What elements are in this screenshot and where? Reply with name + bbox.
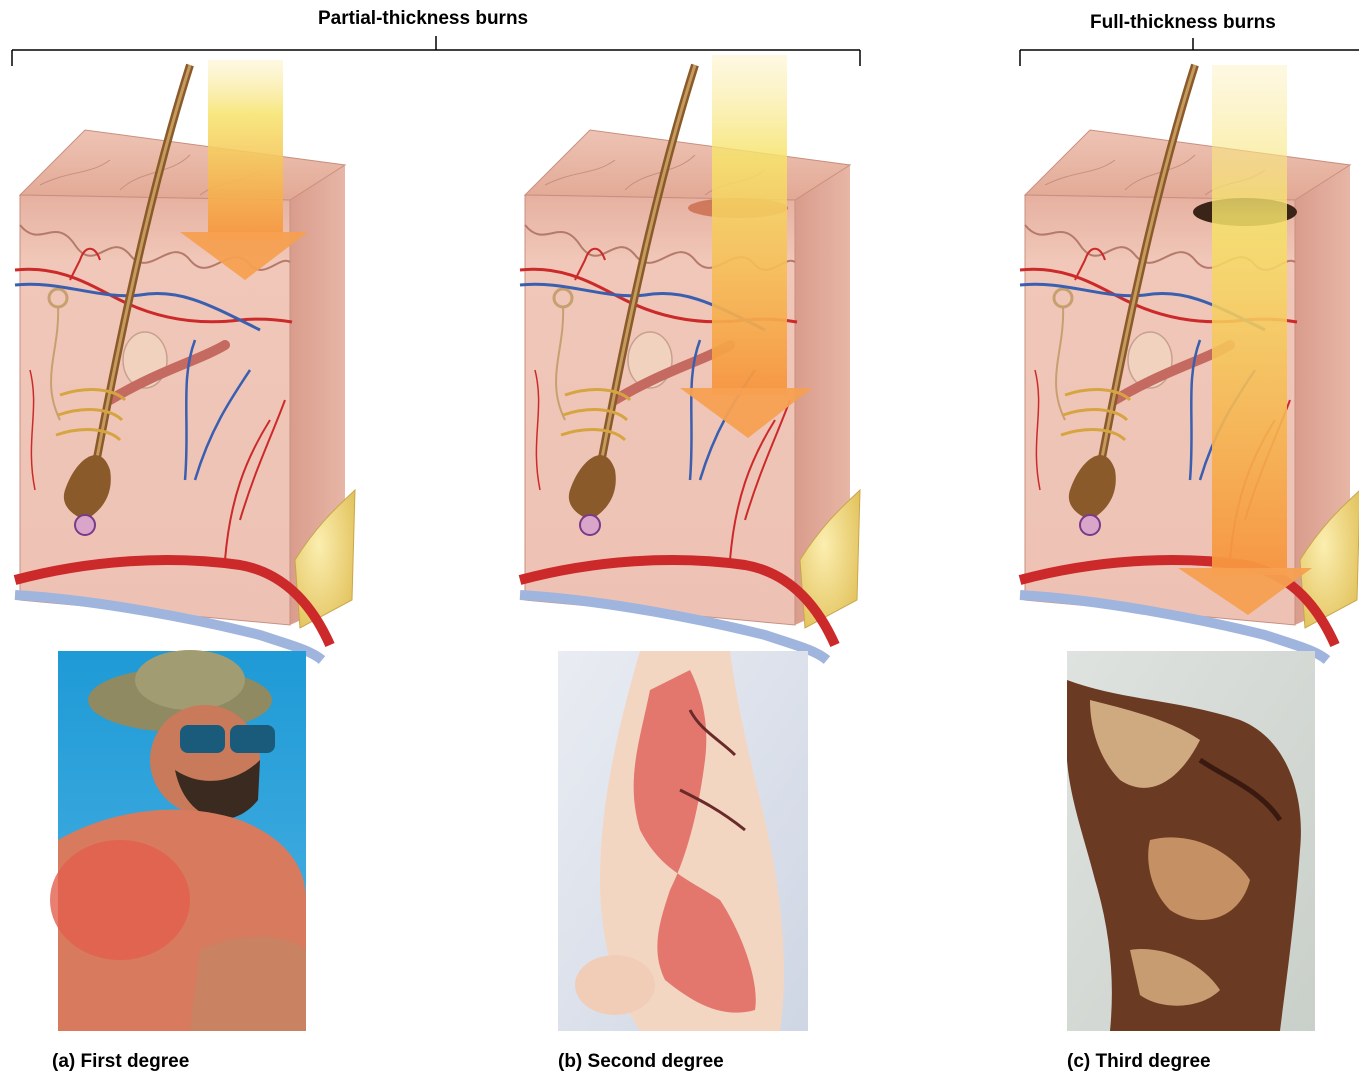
caption-second-degree: (b) Second degree	[558, 1051, 724, 1073]
full-thickness-title: Full-thickness burns	[1090, 12, 1276, 34]
full-thickness-bracket	[1020, 38, 1359, 66]
caption-first-degree: (a) First degree	[52, 1051, 189, 1073]
partial-thickness-title: Partial-thickness burns	[318, 8, 528, 30]
skin-diagram-second-degree	[520, 55, 860, 660]
photo-third-degree-burn	[1067, 651, 1315, 1031]
skin-diagram-first-degree	[15, 60, 355, 660]
photo-first-degree-sunburn	[50, 650, 306, 1031]
photo-second-degree-burn	[558, 651, 808, 1031]
caption-third-degree: (c) Third degree	[1067, 1051, 1211, 1073]
skin-diagram-third-degree	[1020, 65, 1359, 660]
